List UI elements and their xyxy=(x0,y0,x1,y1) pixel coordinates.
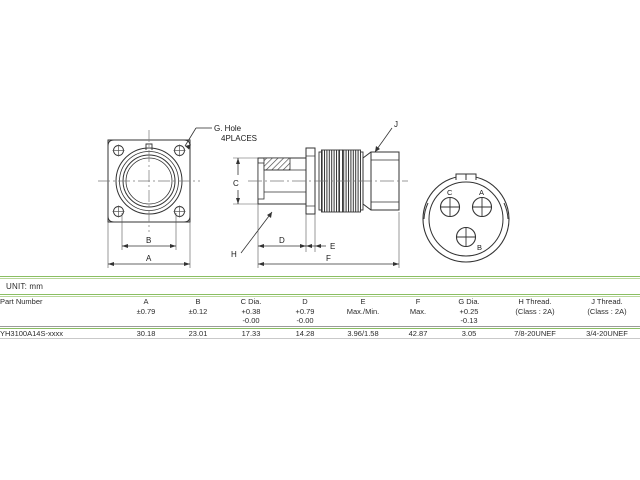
column-header-d: D +0.79 -0.00 xyxy=(295,297,315,325)
top-rule-group xyxy=(0,276,640,279)
column-header-f: F Max. xyxy=(409,297,427,316)
cell-d: 14.28 xyxy=(295,328,315,338)
technical-drawing: G. Hole 4PLACES J H C D E F A B A C B xyxy=(98,120,510,268)
label-contact-c: C xyxy=(447,188,453,197)
column-header-c-dia: C Dia. +0.38 -0.00 xyxy=(240,297,262,325)
cell-f: 42.87 xyxy=(408,328,428,338)
header-rule-group xyxy=(0,294,640,297)
rule-gray-bottom xyxy=(0,338,640,339)
cell-part-number: YH3100A14S-xxxx xyxy=(0,328,63,338)
cell-j: 3/4-20UNEF xyxy=(586,328,628,338)
label-f: F xyxy=(326,254,331,263)
cell-c: 17.33 xyxy=(241,328,261,338)
cell-b: 23.01 xyxy=(188,328,208,338)
j-leader xyxy=(374,127,393,153)
label-e: E xyxy=(330,242,335,251)
label-g-hole-line1: G. Hole xyxy=(214,124,242,133)
rule-green-header xyxy=(0,294,640,295)
cell-a: 30.18 xyxy=(136,328,156,338)
g-hole-leader xyxy=(184,127,212,150)
table-row: YH3100A14S-xxxx 30.18 23.01 17.33 14.28 … xyxy=(0,329,640,339)
rule-green-header-thin xyxy=(0,296,640,297)
column-header-h-thread: H Thread. (Class : 2A) xyxy=(515,297,555,316)
mounting-holes xyxy=(112,144,186,218)
rule-green-top-thin xyxy=(0,278,640,279)
label-contact-a: A xyxy=(479,188,484,197)
cell-g: 3.05 xyxy=(461,328,477,338)
label-g-hole-line2: 4PLACES xyxy=(221,134,257,143)
label-d: D xyxy=(279,236,285,245)
label-a: A xyxy=(146,254,152,263)
label-j: J xyxy=(394,120,398,129)
h-leader xyxy=(240,211,273,254)
rule-green-top xyxy=(0,276,640,277)
cell-h: 7/8-20UNEF xyxy=(514,328,556,338)
connector-face-view xyxy=(422,173,510,263)
rule-gray-body-top xyxy=(0,325,640,327)
label-h: H xyxy=(231,250,237,259)
specification-table: Part Number A ±0.79 B ±0.12 C Dia. +0.38… xyxy=(0,297,640,326)
column-header-g-dia: G Dia. +0.25 -0.13 xyxy=(458,297,480,325)
unit-label: UNIT: mm xyxy=(6,282,44,291)
label-c: C xyxy=(233,179,239,188)
column-header-part-number: Part Number xyxy=(0,297,43,306)
connector-side-view xyxy=(248,147,408,215)
label-contact-b: B xyxy=(477,243,482,252)
specification-table-body: YH3100A14S-xxxx 30.18 23.01 17.33 14.28 … xyxy=(0,329,640,339)
label-b: B xyxy=(146,236,151,245)
body-rule-group xyxy=(0,325,640,329)
rule-green-body xyxy=(0,327,640,329)
c-dimension xyxy=(233,157,258,205)
column-header-b: B ±0.12 xyxy=(188,297,208,316)
linear-dimensions xyxy=(257,204,400,268)
column-header-j-thread: J Thread. (Class : 2A) xyxy=(587,297,627,316)
column-header-e: E Max./Min. xyxy=(346,297,380,316)
drawing-svg: G. Hole 4PLACES J H C D E F A B A C B xyxy=(98,120,510,268)
column-header-a: A ±0.79 xyxy=(136,297,156,316)
specification-table-block: UNIT: mm Part Number A ±0.79 xyxy=(0,276,640,339)
table-header-row: Part Number A ±0.79 B ±0.12 C Dia. +0.38… xyxy=(0,297,640,326)
cell-e: 3.96/1.58 xyxy=(347,328,379,338)
flange-front-view xyxy=(98,130,200,268)
